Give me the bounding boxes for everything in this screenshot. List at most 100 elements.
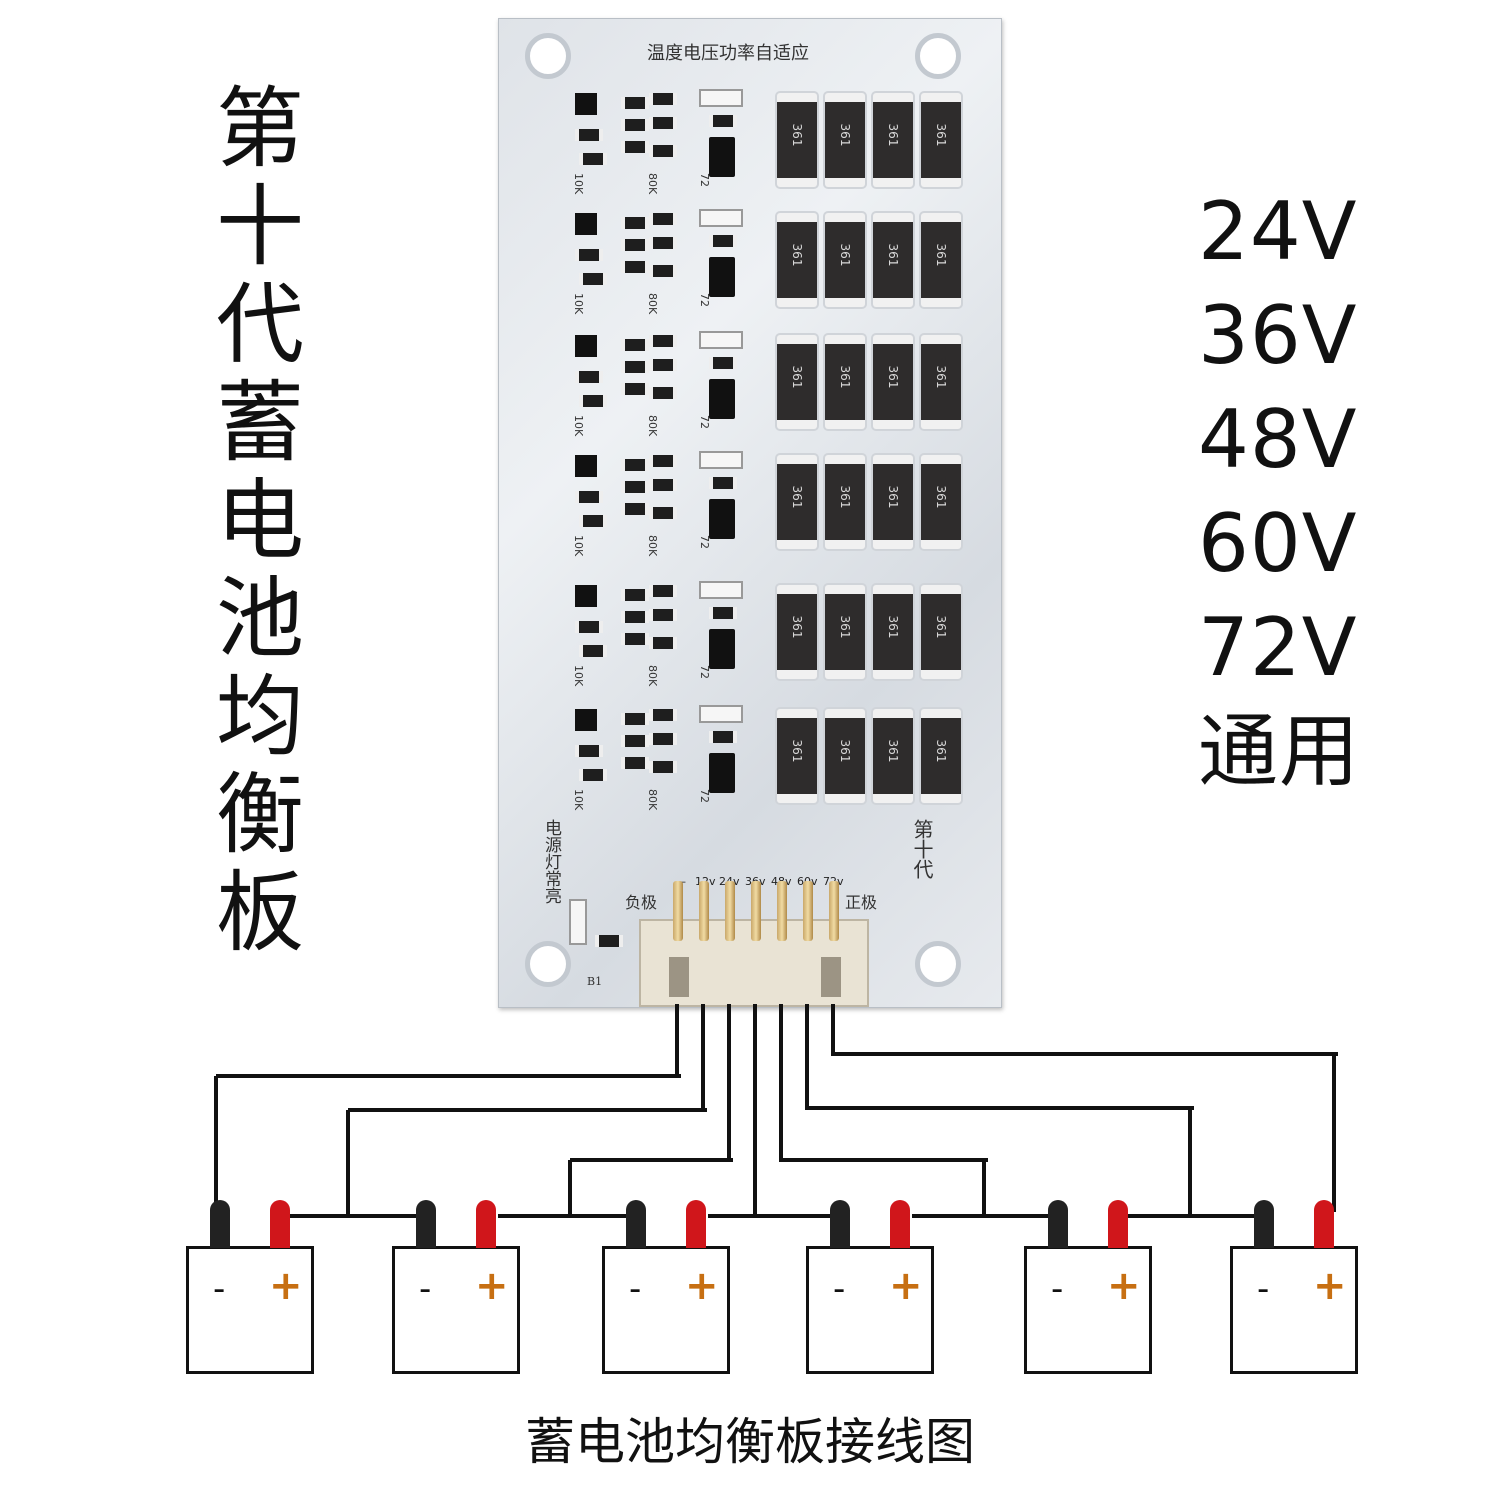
smd-resistor xyxy=(649,93,677,105)
resistor-marking: 361 xyxy=(790,365,804,389)
smd-resistor xyxy=(649,455,677,467)
resistor-marking: 361 xyxy=(934,365,948,389)
resistor-marking: 361 xyxy=(934,615,948,639)
regulator-ic xyxy=(709,499,735,539)
smd-resistor xyxy=(649,335,677,347)
wire-segment xyxy=(753,1004,757,1218)
transistor xyxy=(575,93,597,115)
wire-segment xyxy=(1332,1054,1336,1212)
smd-capacitor xyxy=(575,371,603,383)
wire-segment xyxy=(727,1004,731,1162)
component-label: 10K xyxy=(572,665,585,687)
negative-terminal xyxy=(830,1200,850,1248)
wire-segment xyxy=(708,1214,844,1218)
connector-pin xyxy=(699,881,709,941)
component-label: 10K xyxy=(572,415,585,437)
connector-pin xyxy=(829,881,839,941)
transistor xyxy=(575,709,597,731)
resistor-marking: 361 xyxy=(886,739,900,763)
component-label: 80K xyxy=(646,789,659,811)
positive-terminal xyxy=(1314,1200,1334,1248)
connector-pin xyxy=(777,881,787,941)
power-resistor: 361 xyxy=(873,335,913,429)
power-resistor: 361 xyxy=(825,709,865,803)
battery: -+ xyxy=(1230,1246,1358,1374)
power-resistor: 361 xyxy=(777,93,817,187)
resistor-marking: 361 xyxy=(790,485,804,509)
voltage-item: 24V xyxy=(1198,185,1358,278)
status-led xyxy=(699,89,743,107)
power-resistor: 361 xyxy=(921,213,961,307)
component-label: 10K xyxy=(572,535,585,557)
resistor-marking: 361 xyxy=(886,243,900,267)
smd-resistor xyxy=(621,735,649,747)
smd-resistor xyxy=(649,145,677,157)
wire-segment xyxy=(214,1076,218,1212)
title-char: 十 xyxy=(215,175,304,278)
power-resistor: 361 xyxy=(825,335,865,429)
smd-resistor xyxy=(595,935,623,947)
negative-label: 负极 xyxy=(625,893,658,912)
resistor-marking: 361 xyxy=(838,365,852,389)
smd-resistor xyxy=(621,481,649,493)
negative-terminal xyxy=(416,1200,436,1248)
connector-latch xyxy=(821,957,841,997)
smd-resistor xyxy=(579,515,607,527)
smd-resistor xyxy=(621,97,649,109)
negative-sign: - xyxy=(213,1269,226,1309)
smd-resistor xyxy=(709,731,737,743)
power-resistor: 361 xyxy=(777,335,817,429)
power-resistor: 361 xyxy=(825,585,865,679)
resistor-marking: 361 xyxy=(790,615,804,639)
voltage-list: 24V 36V 48V 60V 72V 通用 xyxy=(1198,180,1418,804)
battery: -+ xyxy=(392,1246,520,1374)
power-resistor: 361 xyxy=(825,93,865,187)
smd-capacitor xyxy=(575,129,603,141)
power-led-label: 电源灯常亮 xyxy=(541,819,561,904)
smd-resistor xyxy=(579,153,607,165)
component-label: 80K xyxy=(646,415,659,437)
resistor-marking: 361 xyxy=(934,243,948,267)
smd-resistor xyxy=(621,261,649,273)
power-resistor: 361 xyxy=(921,585,961,679)
wire-segment xyxy=(290,1214,430,1218)
positive-sign: + xyxy=(1107,1263,1141,1309)
regulator-ic xyxy=(709,257,735,297)
power-resistor: 361 xyxy=(921,335,961,429)
resistor-marking: 361 xyxy=(934,739,948,763)
positive-sign: + xyxy=(1313,1263,1347,1309)
positive-terminal xyxy=(1108,1200,1128,1248)
positive-terminal xyxy=(686,1200,706,1248)
mounting-hole xyxy=(915,33,961,79)
component-label: 10K xyxy=(572,293,585,315)
regulator-ic xyxy=(709,137,735,177)
smd-resistor xyxy=(649,117,677,129)
negative-terminal xyxy=(626,1200,646,1248)
power-resistor: 361 xyxy=(873,213,913,307)
positive-terminal xyxy=(270,1200,290,1248)
smd-resistor xyxy=(621,713,649,725)
resistor-marking: 361 xyxy=(886,123,900,147)
positive-label: 正极 xyxy=(845,893,878,912)
negative-sign: - xyxy=(1051,1269,1064,1309)
title-char: 蓄 xyxy=(215,371,304,474)
component-label: 72 xyxy=(698,173,711,187)
smd-resistor xyxy=(621,503,649,515)
component-label: 72 xyxy=(698,665,711,679)
smd-resistor xyxy=(579,395,607,407)
title-char: 板 xyxy=(215,861,304,964)
smd-resistor xyxy=(621,383,649,395)
voltage-item: 通用 xyxy=(1198,705,1360,798)
resistor-marking: 361 xyxy=(886,615,900,639)
resistor-marking: 361 xyxy=(934,485,948,509)
connector-latch xyxy=(669,957,689,997)
smd-resistor xyxy=(649,585,677,597)
wiring-diagram-caption: 蓄电池均衡板接线图 xyxy=(525,1413,975,1471)
voltage-item: 36V xyxy=(1198,289,1358,382)
connector-pin xyxy=(673,881,683,941)
status-led xyxy=(699,705,743,723)
